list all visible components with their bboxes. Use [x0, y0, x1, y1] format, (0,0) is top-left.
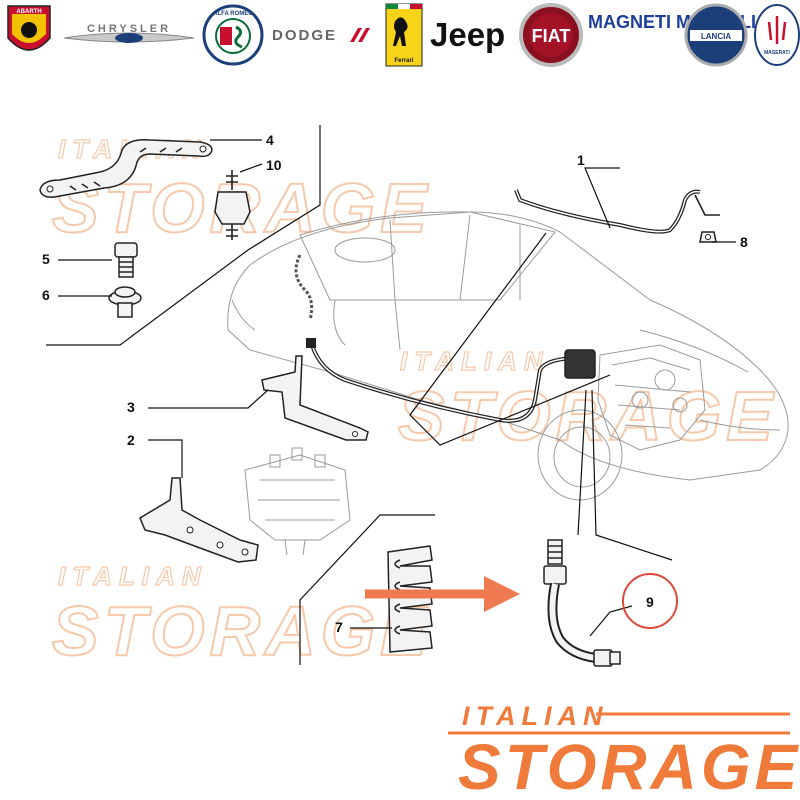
- svg-text:ITALIAN: ITALIAN: [400, 346, 550, 376]
- callout-4: 4: [266, 132, 274, 148]
- callout-3: 3: [127, 399, 135, 415]
- callout-1: 1: [577, 152, 585, 168]
- dodge-logo: DODGE: [272, 27, 370, 44]
- italian-storage-logo: ITALIAN STORAGE: [448, 701, 800, 800]
- svg-text:ABARTH: ABARTH: [16, 9, 41, 15]
- part-9-brake-hose: [543, 539, 621, 667]
- watermark-top: ITALIAN STORAGE: [51, 133, 428, 248]
- maserati-logo: MASERATI: [754, 4, 800, 66]
- svg-text:Ferrari: Ferrari: [394, 58, 413, 64]
- svg-text:CHRYSLER: CHRYSLER: [87, 23, 171, 35]
- jeep-logo: Jeep: [430, 16, 505, 53]
- svg-text:Jeep: Jeep: [430, 16, 505, 53]
- highlight-arrow: [365, 576, 520, 612]
- section-dividers: [46, 125, 673, 665]
- svg-text:STORAGE: STORAGE: [398, 377, 778, 455]
- svg-text:LANCIA: LANCIA: [701, 32, 731, 41]
- callout-9: 9: [646, 594, 654, 610]
- brake-line: [294, 237, 596, 423]
- watermark-bottom: ITALIAN STORAGE: [51, 560, 432, 671]
- callout-8: 8: [740, 234, 748, 250]
- svg-text:FIAT: FIAT: [532, 26, 571, 46]
- part-4-strap: [39, 138, 213, 198]
- svg-text:ITALIAN: ITALIAN: [58, 561, 208, 591]
- callout-2: 2: [127, 432, 135, 448]
- fiat-logo: FIAT: [519, 3, 583, 67]
- part-5-bolt: [114, 242, 138, 278]
- svg-text:DODGE: DODGE: [272, 27, 337, 44]
- callout-6: 6: [42, 287, 50, 303]
- svg-text:ALFA ROMEO: ALFA ROMEO: [213, 11, 253, 17]
- engine-block-sketch: [597, 344, 706, 451]
- part-8-clip: [699, 231, 717, 243]
- svg-text:MASERATI: MASERATI: [764, 50, 790, 56]
- svg-text:ITALIAN: ITALIAN: [462, 701, 608, 731]
- abarth-logo: ABARTH: [7, 5, 51, 51]
- callout-7: 7: [335, 619, 343, 635]
- part-1-pipe: [514, 189, 720, 234]
- part-10-rubber-mount: [214, 170, 251, 240]
- callout-10: 10: [266, 157, 282, 173]
- svg-text:STORAGE: STORAGE: [52, 592, 432, 670]
- watermark-middle: ITALIAN STORAGE: [397, 345, 778, 456]
- highlight-circle: [622, 573, 678, 629]
- svg-text:STORAGE: STORAGE: [458, 731, 800, 800]
- lancia-logo: LANCIA: [684, 3, 748, 67]
- alfa-romeo-logo: ALFA ROMEO: [202, 4, 264, 66]
- ferrari-logo: Ferrari: [385, 3, 423, 67]
- callout-labels: 1 2 3 4 5 6 7 8 9 10: [42, 132, 748, 635]
- chrysler-logo: CHRYSLER: [63, 23, 195, 43]
- part-2-bracket: [139, 477, 259, 563]
- callout-5: 5: [42, 251, 50, 267]
- abs-unit-sketch: [244, 447, 351, 556]
- part-6-washer-nut: [108, 286, 142, 318]
- part-7-pipe-clips: [387, 545, 433, 653]
- part-3-bracket: [261, 355, 369, 441]
- brand-logo-bar: ABARTH CHRYSLER ALFA ROMEO DODGE Ferrari: [7, 3, 800, 67]
